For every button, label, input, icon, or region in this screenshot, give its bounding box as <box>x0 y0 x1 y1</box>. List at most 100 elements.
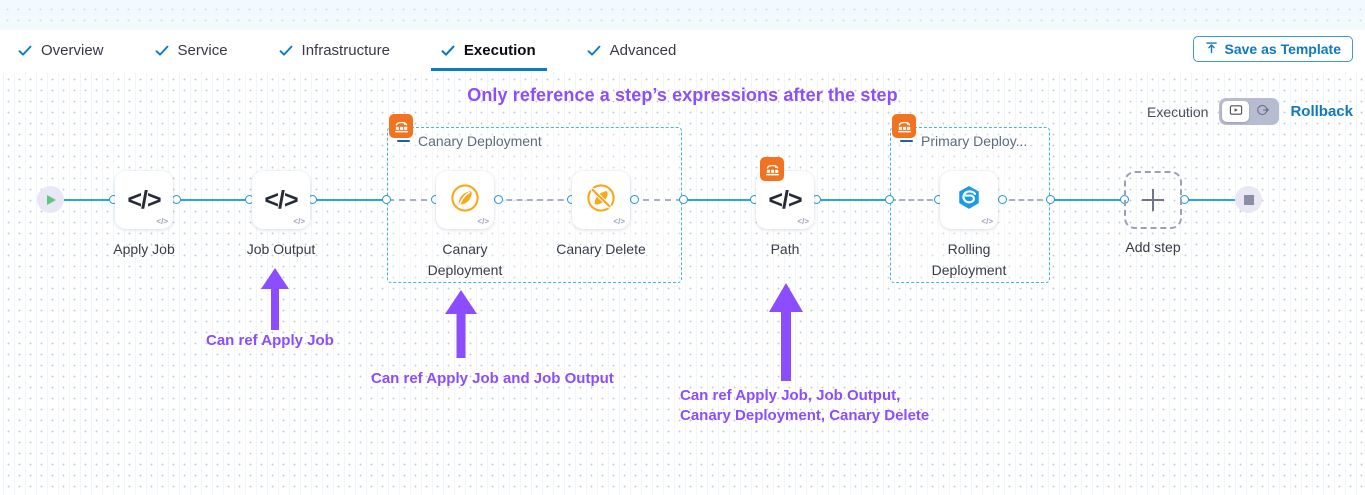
connector-canarydeployment-canarydelete <box>496 199 574 201</box>
connector-path-group2 <box>814 199 892 201</box>
collapse-toggle-icon[interactable] <box>397 139 410 143</box>
annotation-arrow-job-output <box>261 268 289 330</box>
code-badge-icon: </> <box>613 217 625 226</box>
connector-dot <box>382 195 391 204</box>
rotate-arrow-icon <box>1256 103 1270 120</box>
connector-start-applyjob <box>64 199 116 201</box>
group-header: Primary Deploy... <box>900 133 1027 149</box>
tab-label: Service <box>177 42 228 59</box>
code-badge-icon: </> <box>797 217 809 226</box>
connector-joboutput-group1 <box>310 199 388 201</box>
rollback-link[interactable]: Rollback <box>1290 103 1353 120</box>
group-header: Canary Deployment <box>397 133 542 149</box>
step-node-job-output[interactable]: </> </> <box>252 171 310 229</box>
execution-mode-switch: Execution <box>1147 98 1353 125</box>
save-as-template-button[interactable]: Save as Template <box>1192 36 1353 62</box>
save-as-template-label: Save as Template <box>1224 41 1341 57</box>
add-step-label: Add step <box>1125 239 1181 255</box>
rolling-spiral-icon <box>954 183 984 218</box>
tab-infrastructure[interactable]: Infrastructure <box>275 30 409 71</box>
execution-mode-button[interactable] <box>1222 101 1250 122</box>
tab-overview[interactable]: Overview <box>14 30 123 71</box>
tab-service[interactable]: Service <box>151 30 247 71</box>
canvas-banner-text: Only reference a step’s expressions afte… <box>467 85 898 105</box>
play-box-icon <box>1229 103 1243 120</box>
connector-applyjob-joboutput <box>174 199 252 201</box>
group-title: Canary Deployment <box>418 133 542 149</box>
annotation-canary-deployment: Can ref Apply Job and Job Output <box>371 370 614 387</box>
connector-group2-addstep <box>1050 199 1126 201</box>
connector-rolling-group2end <box>1000 199 1052 201</box>
canary-bird-icon <box>449 182 481 219</box>
group-badge-canary-deployment <box>389 114 413 138</box>
pipeline-canvas[interactable]: Only reference a step’s expressions afte… <box>0 71 1365 495</box>
tab-execution[interactable]: Execution <box>430 30 555 71</box>
collapse-toggle-icon[interactable] <box>900 139 913 143</box>
play-icon <box>47 194 56 205</box>
code-icon: </> <box>264 185 298 214</box>
stage-tab-bar: Overview Service Infrastructure Executio… <box>0 30 1365 72</box>
rollback-mode-button[interactable] <box>1249 101 1276 122</box>
end-node[interactable] <box>1235 186 1262 213</box>
execution-label: Execution <box>1146 103 1209 120</box>
check-icon <box>279 44 293 58</box>
annotation-arrow-canary-deployment <box>445 290 477 358</box>
check-icon <box>18 44 32 58</box>
tab-advanced[interactable]: Advanced <box>583 30 696 71</box>
tab-label: Infrastructure <box>301 42 390 59</box>
code-badge-icon: </> <box>477 217 489 226</box>
tab-label: Overview <box>41 42 104 59</box>
mode-toggle-group[interactable] <box>1219 98 1280 125</box>
stop-icon <box>1243 194 1254 205</box>
connector-dot <box>1046 195 1055 204</box>
step-label-canary-delete: Canary Delete <box>556 241 646 257</box>
annotation-path-line1: Can ref Apply Job, Job Output, <box>680 387 901 404</box>
connector-dot <box>172 195 181 204</box>
group-badge-primary-deployment <box>892 114 916 138</box>
connector-dot <box>679 195 688 204</box>
annotation-path: Can ref Apply Job, Job Output, Canary Dep… <box>680 386 929 426</box>
step-node-canary-deployment[interactable]: </> <box>436 171 494 229</box>
connector-dot <box>998 195 1007 204</box>
connector-dot <box>494 195 503 204</box>
step-node-apply-job[interactable]: </> </> <box>115 171 173 229</box>
connector-group1-canarydeployment <box>388 199 438 201</box>
plus-icon <box>1142 189 1164 211</box>
annotation-path-line2: Canary Deployment, Canary Delete <box>680 407 930 424</box>
upload-icon <box>1205 41 1218 57</box>
tab-label: Advanced <box>609 42 677 59</box>
annotation-arrow-path <box>769 283 803 381</box>
step-label-path: Path <box>770 241 800 257</box>
check-icon <box>587 44 601 58</box>
container-step-group-icon <box>897 121 911 132</box>
step-label-job-output: Job Output <box>246 241 316 257</box>
node-badge-path <box>760 157 784 181</box>
connector-dot <box>630 195 639 204</box>
connector-addstep-end <box>1182 199 1238 201</box>
code-icon: </> <box>127 185 161 214</box>
stage-tabs: Overview Service Infrastructure Executio… <box>0 30 723 71</box>
container-step-group-icon <box>394 121 408 132</box>
connector-group1-path <box>682 199 756 201</box>
connector-dot <box>885 195 894 204</box>
code-badge-icon: </> <box>293 217 305 226</box>
container-step-group-icon <box>765 164 779 175</box>
connector-canarydelete-group1end <box>632 199 682 201</box>
code-badge-icon: </> <box>156 217 168 226</box>
connector-group2-rolling <box>890 199 942 201</box>
check-icon <box>155 44 169 58</box>
group-title: Primary Deploy... <box>921 133 1028 149</box>
canary-bird-delete-icon <box>585 182 617 219</box>
code-icon: </> <box>768 185 802 214</box>
canvas-top-strip <box>0 0 1365 30</box>
add-step-button[interactable] <box>1124 171 1182 229</box>
step-node-rolling-deployment[interactable]: </> <box>940 171 998 229</box>
tab-label: Execution <box>463 42 536 59</box>
start-node[interactable] <box>37 186 64 213</box>
step-label-apply-job: Apply Job <box>113 241 175 257</box>
code-badge-icon: </> <box>981 217 993 226</box>
annotation-job-output: Can ref Apply Job <box>206 332 334 349</box>
step-node-canary-delete[interactable]: </> <box>572 171 630 229</box>
